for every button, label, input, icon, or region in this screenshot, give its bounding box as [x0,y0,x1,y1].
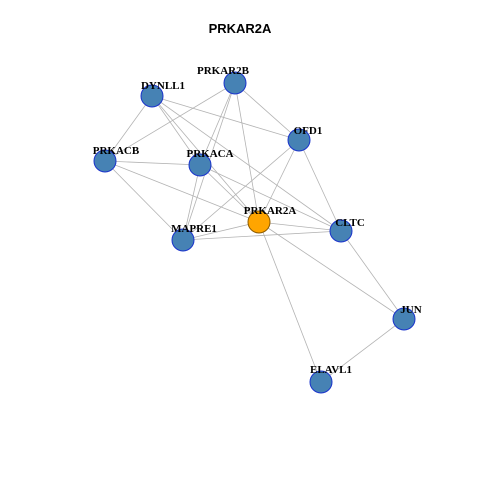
edge-prkar2a-elavl1 [258,221,322,383]
node-layer [93,71,416,394]
edge-prkar2a-mapre1 [182,221,260,241]
edge-mapre1-cltc [182,230,342,241]
node-label-prkar2b: PRKAR2B [197,65,250,77]
node-cltc[interactable] [329,219,353,243]
diagram-title: PRKAR2A [208,21,272,36]
edge-prkaca-prkar2a [199,164,260,223]
edge-prkar2b-prkacb [104,82,236,162]
node-ofd1[interactable] [287,128,311,152]
edge-ofd1-mapre1 [182,139,300,241]
node-mapre1[interactable] [171,228,195,252]
edge-prkacb-prkar2a [104,160,260,223]
node-prkar2a[interactable] [247,210,271,234]
edge-ofd1-cltc [298,139,342,232]
node-label-ofd1: OFD1 [294,125,323,137]
edge-prkar2b-ofd1 [234,82,300,141]
node-label-cltc: CLTC [335,217,365,229]
edge-dynll1-prkaca [151,95,201,166]
edge-prkaca-mapre1 [182,164,201,241]
edge-prkacb-prkaca [104,160,201,166]
edge-prkacb-mapre1 [104,160,184,241]
node-label-elavl1: ELAVL1 [310,364,352,376]
node-jun[interactable] [392,307,416,331]
node-label-jun: JUN [400,304,421,316]
node-label-prkacb: PRKACB [93,145,140,157]
edge-prkar2a-jun [258,221,405,320]
edge-prkar2a-cltc [258,221,342,232]
edge-dynll1-ofd1 [151,95,300,141]
node-prkaca[interactable] [188,153,212,177]
node-label-mapre1: MAPRE1 [171,223,217,235]
edge-prkar2b-prkaca [199,82,236,166]
node-label-prkar2a: PRKAR2A [244,205,297,217]
node-label-prkaca: PRKACA [186,148,233,160]
node-elavl1[interactable] [309,370,333,394]
edge-dynll1-prkacb [104,95,153,162]
edge-dynll1-cltc [151,95,342,232]
edge-ofd1-prkar2a [258,139,300,223]
edge-cltc-jun [340,230,405,320]
node-prkar2b[interactable] [223,71,247,95]
node-dynll1[interactable] [140,84,164,108]
node-label-dynll1: DYNLL1 [141,80,185,92]
edge-jun-elavl1 [320,318,405,383]
edge-prkaca-cltc [199,164,342,232]
node-prkacb[interactable] [93,149,117,173]
edge-prkar2b-prkar2a [234,82,260,223]
